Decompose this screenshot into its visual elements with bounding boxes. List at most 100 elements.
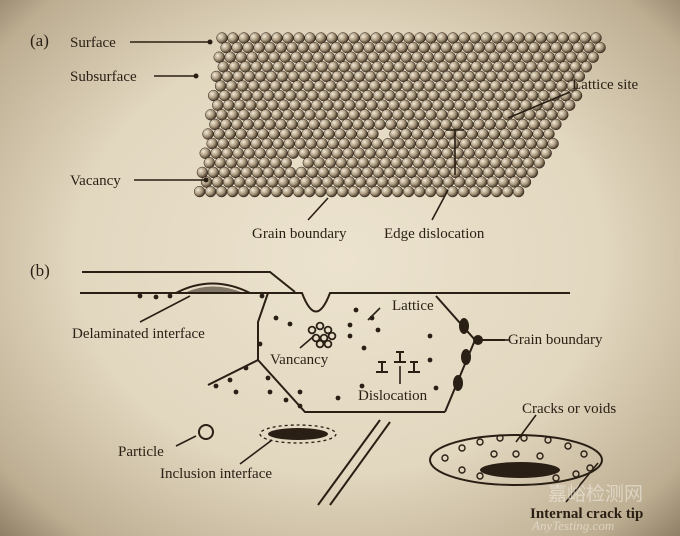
atom: [590, 32, 602, 44]
panel-b-tag: (b): [30, 261, 50, 280]
atom: [202, 128, 214, 140]
atom: [270, 185, 283, 198]
panel-b: (b): [30, 261, 643, 522]
atom: [414, 32, 426, 44]
atom: [228, 137, 240, 150]
atom: [280, 157, 292, 169]
atom: [305, 61, 317, 73]
atom: [364, 147, 376, 159]
atom: [460, 89, 473, 102]
atom: [506, 118, 518, 131]
atom: [334, 51, 346, 63]
atom: [226, 185, 239, 198]
atom: [354, 176, 367, 188]
lattice-dot: [359, 383, 365, 389]
atom: [359, 109, 371, 121]
atom: [400, 51, 412, 63]
atom: [282, 109, 294, 121]
atom: [313, 80, 326, 92]
lattice-dot: [427, 357, 433, 363]
atom: [266, 176, 279, 188]
lattice-dot: [297, 389, 303, 395]
delaminated-layer-line: [82, 271, 296, 293]
atom: [353, 70, 366, 83]
atom: [261, 137, 273, 150]
label-cracks-or-voids: Cracks or voids: [522, 401, 616, 417]
leader-particle: [175, 435, 197, 447]
atom: [298, 70, 311, 83]
atom: [484, 41, 496, 54]
gb-bead: [461, 349, 471, 365]
atom: [463, 147, 475, 159]
atom: [210, 147, 222, 159]
panel-a-leaders: [130, 41, 571, 221]
atom: [477, 128, 489, 140]
lattice-dot: [347, 322, 353, 328]
atom: [335, 157, 347, 169]
atom: [536, 137, 548, 150]
atom: [242, 118, 254, 131]
atom: [293, 32, 305, 44]
atom: [458, 109, 470, 121]
atom: [467, 80, 480, 92]
atom: [481, 61, 493, 73]
atom: [427, 89, 440, 102]
atom: [493, 89, 506, 102]
atom: [396, 41, 408, 54]
scattered-dots: [137, 293, 439, 409]
atom: [371, 137, 383, 150]
leader-cracks: [515, 414, 537, 443]
atom: [364, 70, 377, 83]
atom: [573, 70, 586, 83]
atom: [338, 137, 350, 150]
atom: [265, 147, 277, 159]
atom: [522, 157, 534, 169]
leader-crack-tip: [565, 462, 599, 503]
atom: [322, 99, 334, 111]
atom: [264, 118, 276, 131]
atom: [349, 61, 361, 73]
atom: [480, 109, 492, 121]
atom: [232, 70, 245, 83]
atom: [496, 147, 508, 159]
atom: [456, 80, 469, 92]
atom: [365, 176, 378, 188]
atom: [328, 166, 341, 179]
atom: [426, 61, 438, 73]
atom: [385, 118, 397, 131]
atom: [341, 118, 353, 131]
void-dot: [476, 438, 484, 446]
atom: [215, 185, 228, 198]
leader-lattice-site: [507, 91, 571, 119]
atom: [249, 109, 261, 121]
atom: [239, 137, 251, 150]
atom: [446, 185, 459, 198]
atom: [386, 70, 399, 83]
atom: [334, 128, 346, 140]
atom: [257, 51, 269, 63]
void-dot: [458, 444, 466, 452]
atom: [397, 147, 409, 159]
atom: [238, 32, 250, 44]
atom: [500, 157, 512, 169]
atom: [316, 61, 328, 73]
atom: [341, 41, 353, 54]
atom: [420, 176, 433, 188]
atom: [240, 89, 253, 102]
atom: [503, 61, 515, 73]
atom: [404, 137, 416, 150]
atom: [312, 51, 324, 63]
surface-line: [80, 292, 570, 313]
atom: [442, 176, 455, 188]
atom: [283, 137, 295, 150]
atom: [569, 61, 581, 73]
leader-vacancy-b: [299, 335, 315, 349]
atom: [510, 128, 522, 140]
atom: [488, 128, 500, 140]
atom: [528, 41, 540, 54]
gb-bead: [473, 335, 483, 345]
atom: [514, 61, 526, 73]
atom: [367, 128, 379, 140]
gb-bead: [459, 318, 469, 334]
atom: [451, 118, 463, 131]
